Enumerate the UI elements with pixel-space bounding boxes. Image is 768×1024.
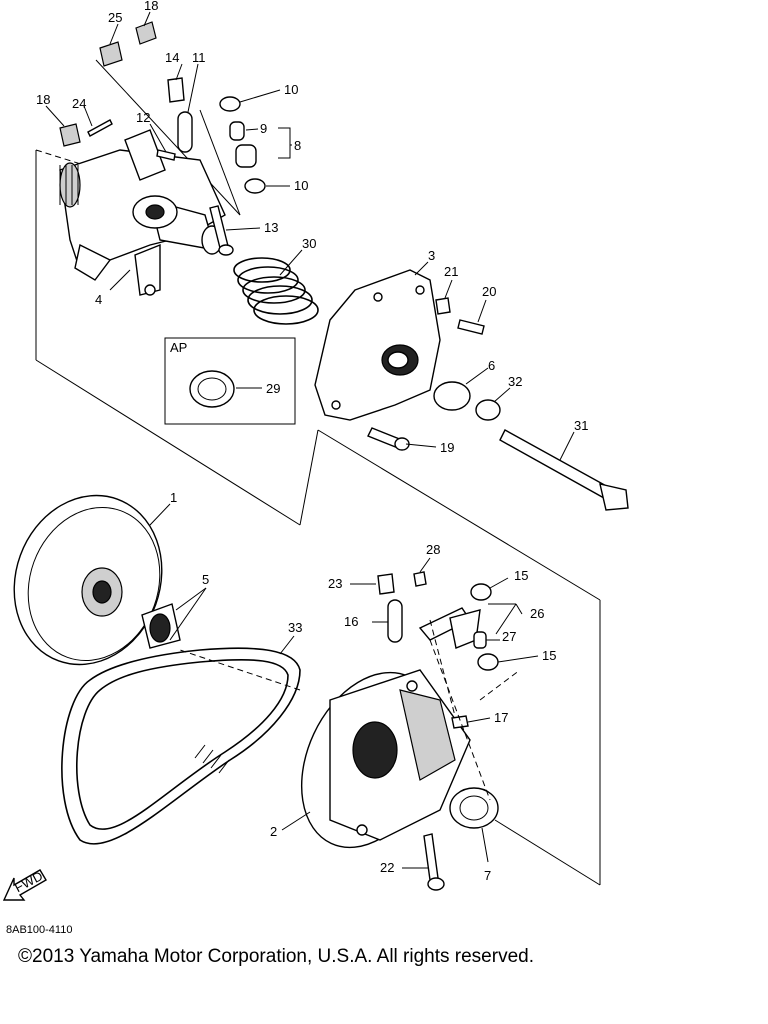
bushing-part-9: [229, 121, 245, 141]
pin-part-24: [87, 119, 113, 137]
callout-9: 9: [260, 121, 267, 136]
bolt-part-31: [499, 429, 611, 499]
callout-15-top: 15: [514, 568, 528, 583]
washer-part-15-top: [470, 583, 492, 601]
callout-11: 11: [192, 50, 206, 65]
clip-part-25: [99, 41, 123, 67]
callout-8: 8: [294, 138, 301, 153]
callout-labels: 25 18 14 11 10 9 8 10 13 18 24 12 30 4 3…: [36, 0, 588, 883]
nut-part-21: [435, 297, 451, 315]
copyright-notice: ©2013 Yamaha Motor Corporation, U.S.A. A…: [18, 946, 534, 967]
bushing-part-5: [141, 603, 181, 649]
callout-23: 23: [328, 576, 342, 591]
roller-part-6: [433, 381, 471, 411]
upper-hardware: [59, 21, 266, 256]
callout-31: 31: [574, 418, 588, 433]
callout-6: 6: [488, 358, 495, 373]
callout-10-top: 10: [284, 82, 298, 97]
callout-22: 22: [380, 860, 394, 875]
assembly-boundary-lines: [35, 59, 601, 886]
ap-box: [164, 337, 296, 425]
callout-19: 19: [440, 440, 454, 455]
bushing-part-8: [235, 144, 257, 168]
leader-lines: [45, 11, 575, 869]
callout-15: 15: [542, 648, 556, 663]
spring-part-30: [233, 257, 319, 325]
pin-part-12: [156, 149, 176, 161]
weight-part-18: [59, 123, 81, 147]
callout-17: 17: [494, 710, 508, 725]
washer-part-10-top: [219, 96, 241, 112]
callout-5: 5: [202, 572, 209, 587]
ap-label: AP: [170, 340, 187, 355]
collar-part-11: [177, 111, 193, 153]
bushing-part-27: [473, 631, 487, 649]
seal-part-29: [189, 370, 235, 408]
callout-2: 2: [270, 824, 277, 839]
pin-part-28: [413, 571, 427, 587]
washer-part-10: [244, 178, 266, 194]
callout-4: 4: [95, 292, 102, 307]
drive-belt-part-33: [61, 647, 301, 845]
callout-20: 20: [482, 284, 496, 299]
fwd-arrow-icon: FWD: [2, 868, 47, 901]
callout-12: 12: [136, 110, 150, 125]
bolt-part-20: [457, 319, 485, 335]
roller-part-7: [449, 787, 499, 829]
fixed-sheave-part-1: [13, 494, 163, 666]
callout-14: 14: [165, 50, 179, 65]
cover-plate-part-3: [314, 269, 441, 421]
callout-16: 16: [344, 614, 358, 629]
callout-28: 28: [426, 542, 440, 557]
screw-part-17: [451, 715, 469, 729]
cover-hardware: [367, 297, 629, 511]
callout-7: 7: [484, 868, 491, 883]
callout-26: 26: [530, 606, 544, 621]
callout-30: 30: [302, 236, 316, 251]
exploded-parts-diagram: 25 18 14 11 10 9 8 10 13 18 24 12 30 4 3…: [2, 0, 629, 901]
nut-part-23: [377, 573, 395, 595]
bolt-part-22: [423, 833, 439, 881]
callout-18: 18: [36, 92, 50, 107]
callout-10: 10: [294, 178, 308, 193]
callout-24: 24: [72, 96, 86, 111]
callout-33: 33: [288, 620, 302, 635]
callout-3: 3: [428, 248, 435, 263]
washer-part-15: [477, 653, 499, 671]
fwd-label: FWD: [12, 868, 45, 895]
callout-1: 1: [170, 490, 177, 505]
diagram-code: 8AB100-4110: [6, 924, 73, 936]
callout-21: 21: [444, 264, 458, 279]
callout-27: 27: [502, 629, 516, 644]
nut-part-14: [167, 77, 185, 103]
callout-18-top: 18: [144, 0, 158, 13]
primary-sheave-hub-part-4: [59, 129, 226, 296]
movable-sheave-part-2: [300, 669, 471, 849]
callout-25: 25: [108, 10, 122, 25]
collar-part-16: [387, 599, 403, 643]
callout-29: 29: [266, 381, 280, 396]
callout-13: 13: [264, 220, 278, 235]
lower-hardware: [377, 571, 499, 891]
callout-32: 32: [508, 374, 522, 389]
weight-part-18-top: [135, 21, 157, 45]
collar-part-32: [475, 399, 501, 421]
